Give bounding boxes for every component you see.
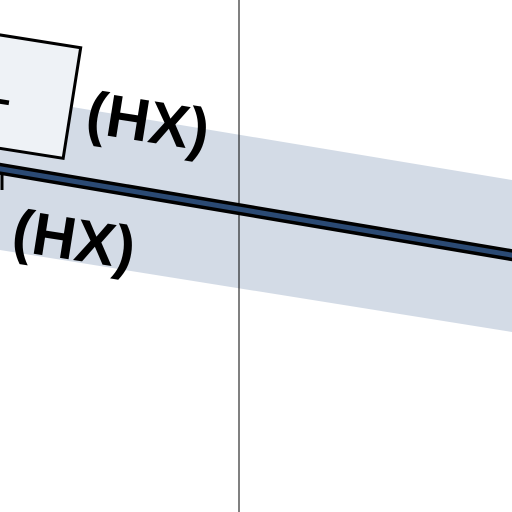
main-line [0,166,512,258]
label-box: - [0,30,83,161]
label-box-frame [0,30,83,161]
